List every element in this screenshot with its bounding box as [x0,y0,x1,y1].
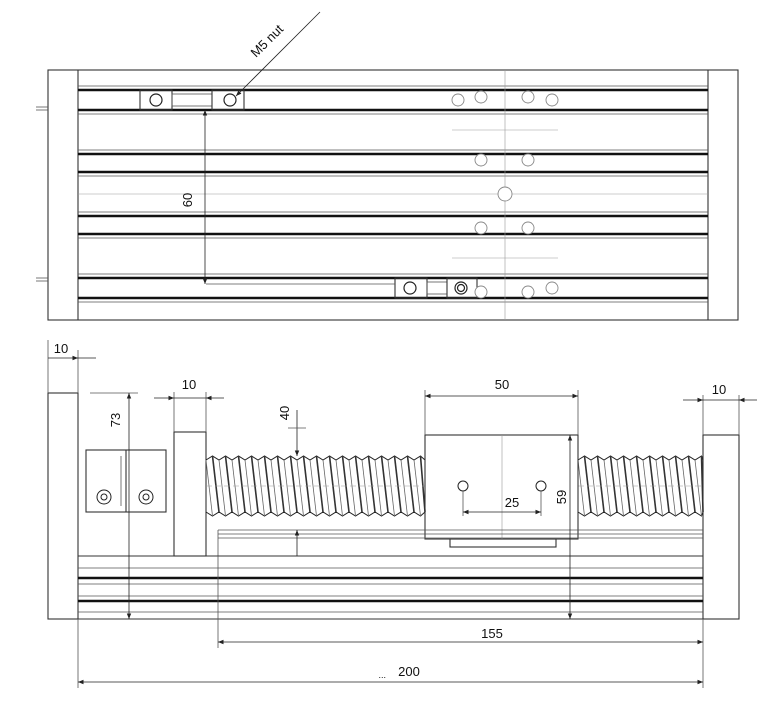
lead-screw-right [577,455,704,517]
nut-hole [223,93,237,107]
nut-hole [403,281,417,295]
carriage-holes [451,90,559,299]
dim-screw-axis-label: 40 [277,406,292,420]
dim-bearing-block-label: 10 [182,377,196,392]
left-end-plate [47,392,79,620]
profile-slots [78,85,708,303]
dim-hole-spacing-label: 25 [505,495,519,510]
nut-callout-label: M5 nut [247,21,286,60]
leader-line-m5 [235,11,321,97]
carriage-hole-left [457,480,469,492]
nut-block-top-right [211,89,245,111]
front-view: 10 73 10 40 50 59 25 [47,340,757,688]
right-end-plate [702,434,740,620]
dim-carriage-width-label: 50 [495,377,509,392]
carriage [424,434,579,540]
dim-nut-spacing-label: 60 [180,193,195,207]
dim-end-plate-left-label: 10 [54,341,68,356]
dim-overall-prefix: ... [378,670,386,680]
dim-travel-label: 155 [481,626,503,641]
lead-screw-left [205,455,426,517]
dim-end-plate-right-label: 10 [712,382,726,397]
top-view-outline [47,69,739,321]
dim-height-total-label: 73 [108,413,123,427]
bearing-block [173,431,207,557]
carriage-hole-right [535,480,547,492]
front-profile [48,567,739,620]
carriage-foot [449,538,557,548]
top-view: 60 M5 nut [36,11,739,321]
nut-hole [149,93,163,107]
dim-carriage-height-label: 59 [554,490,569,504]
dim-overall-length-label: 200 [398,664,420,679]
